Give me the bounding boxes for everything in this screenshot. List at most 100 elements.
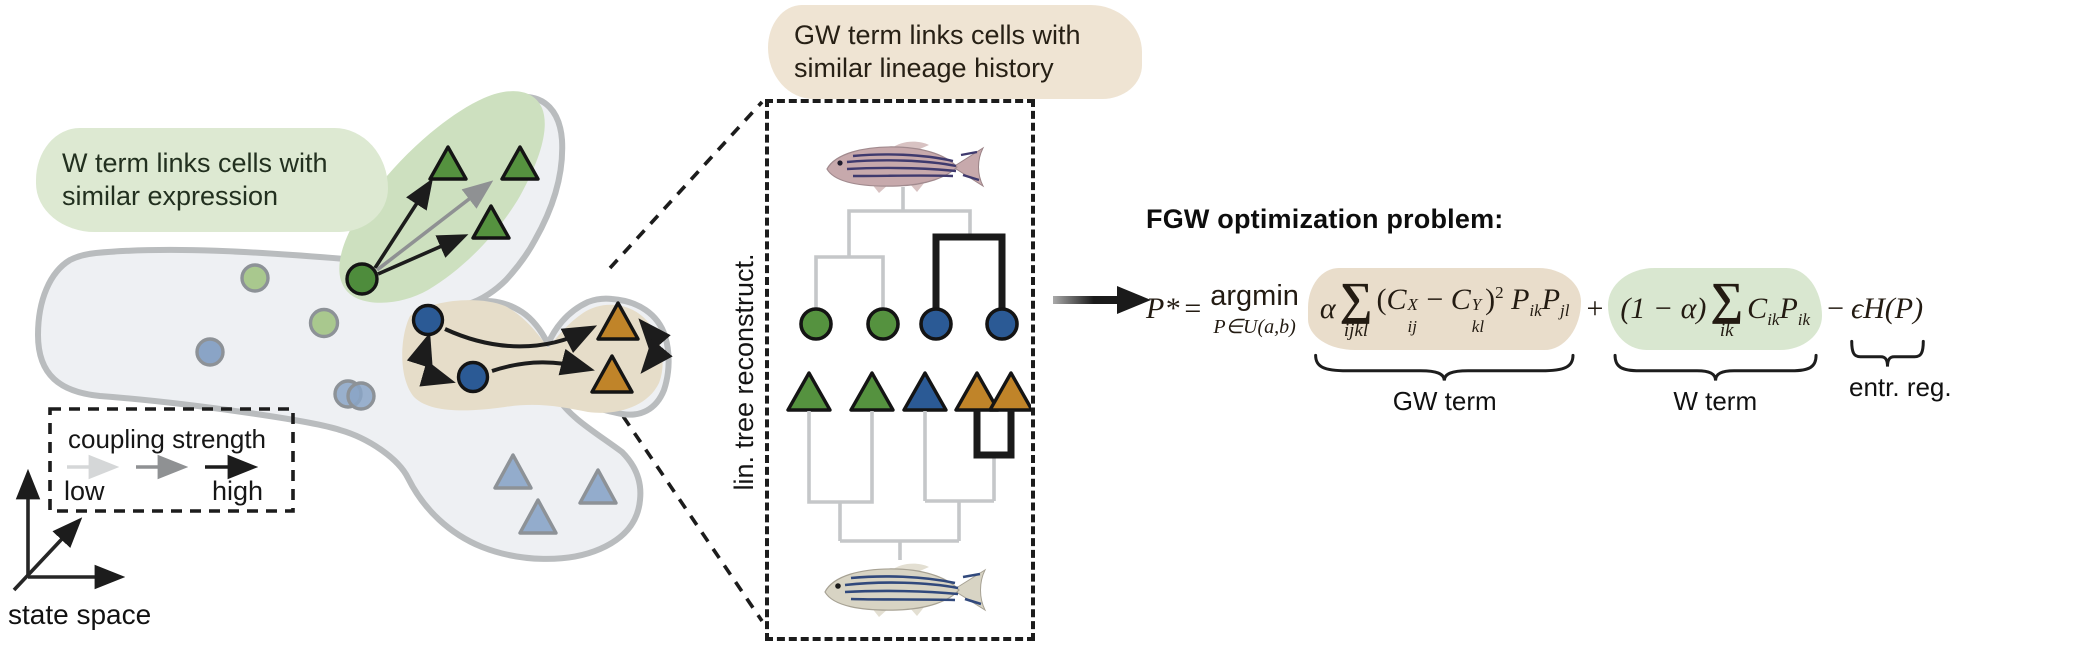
light-blue-triangle [518, 498, 558, 535]
lineage-link-arrows [406, 318, 673, 387]
bottom-tree-leaves [786, 371, 1031, 412]
w-term: (1 − α) ∑ ik CikPik W term [1608, 267, 1823, 416]
blue-leaf-cell [902, 371, 948, 412]
bottom-tree-highlighted-clade [973, 410, 1015, 459]
zebrafish-top [826, 141, 985, 193]
sup-y: Y [1471, 295, 1482, 315]
green-leaf-cell [849, 371, 895, 412]
gw-term-callout-line1: GW term links cells with [794, 19, 1081, 50]
zebrafish-bottom [824, 563, 987, 617]
sup-x: X [1407, 295, 1418, 315]
one-minus-alpha: (1 − α) [1620, 291, 1707, 325]
w-term-callout: W term links cells with similar expressi… [36, 128, 388, 232]
sigma-glyph: ∑ [1339, 272, 1373, 324]
entropy-term: ϵH(P) entr. reg. [1849, 282, 1952, 402]
sigma-glyph: ∑ [1710, 272, 1744, 324]
entr-underbrace [1851, 340, 1924, 368]
state-space-axes [12, 468, 126, 592]
blue-leaf-cell [919, 307, 953, 341]
sum-ijkl: ∑ ijkl [1339, 272, 1373, 342]
light-green-cell [308, 307, 340, 339]
sum-ik-limits: ik [1719, 320, 1734, 342]
cell-triangles [428, 145, 640, 535]
top-tree-leaves [799, 307, 1019, 341]
gw-underbrace [1313, 354, 1576, 382]
magnifier-callout-lines [608, 100, 764, 623]
gw-term-callout-line2: similar lineage history [794, 53, 1054, 83]
light-blue-triangle [493, 453, 533, 490]
entropy-expression: ϵH(P) [1851, 292, 1924, 325]
w-term-label: W term [1673, 386, 1758, 417]
equals-sign: = [1184, 292, 1202, 325]
implies-arrow [1053, 286, 1151, 314]
w-underbrace [1613, 354, 1818, 382]
sub-ij: ij [1407, 317, 1417, 337]
entr-reg-label: entr. reg. [1849, 372, 1952, 402]
w-term-callout-line2: similar expression [62, 181, 279, 211]
blue-leaf-cell [985, 307, 1019, 341]
cell-dots [195, 262, 490, 411]
lineage-trees [786, 141, 1031, 617]
steel-blue-cell [346, 381, 376, 411]
plan-ik-sub: ik [1529, 301, 1542, 321]
state-space-label: state space [8, 599, 151, 630]
w-term-region [339, 91, 545, 303]
green-leaf-cell [786, 371, 832, 412]
cost-ik-sub: ik [1767, 309, 1780, 329]
argmin-text: argmin [1210, 279, 1299, 312]
formula-title: FGW optimization problem: [1146, 204, 1504, 234]
legend-low: low [64, 476, 105, 506]
w-expression: CikPik [1747, 291, 1811, 329]
light-green-cell [240, 263, 270, 293]
legend-high: high [212, 476, 263, 506]
fgw-formula-panel: FGW optimization problem: P* = argmin P∈… [1146, 204, 2094, 416]
plan-ik2-sub: ik [1797, 309, 1811, 329]
plus-sign: + [1586, 292, 1604, 325]
bottom-lineage-tree [807, 411, 996, 560]
sum-ik: ∑ ik [1710, 272, 1744, 342]
green-triangle [471, 204, 511, 240]
cost-ik: C [1747, 291, 1768, 325]
gw-term-label: GW term [1392, 386, 1497, 417]
dark-blue-cell [456, 360, 490, 394]
squared: 2 [1495, 283, 1504, 303]
plan-ik2: P [1779, 291, 1798, 325]
coupling-strength-legend: coupling strength low high [48, 407, 295, 513]
plan-jl-sub: jl [1560, 301, 1570, 321]
alpha: α [1319, 291, 1336, 325]
green-leaf-cell [799, 307, 833, 341]
sum-ijkl-limits: ijkl [1343, 320, 1369, 342]
sub-kl: kl [1471, 317, 1485, 337]
green-leaf-cell [866, 307, 900, 341]
steel-blue-cell [195, 337, 225, 367]
light-blue-triangle [578, 468, 618, 505]
top-lineage-tree [814, 187, 972, 308]
plan-jl: P [1541, 283, 1561, 317]
cost-x: C [1386, 283, 1407, 317]
dark-blue-cell [411, 303, 445, 337]
gw-term-callout: GW term links cells with similar lineage… [768, 5, 1142, 99]
green-triangle [428, 145, 468, 181]
lineage-magnifier-box [765, 99, 1035, 641]
orange-triangle [590, 354, 634, 394]
open-paren: ( [1376, 283, 1387, 317]
minus-sign-2: − [1827, 292, 1844, 325]
dark-green-cell [345, 262, 379, 296]
cost-y: C [1450, 283, 1471, 317]
green-triangle [500, 145, 540, 181]
legend-title: coupling strength [68, 424, 266, 454]
p-star: P* [1146, 292, 1180, 325]
state-space-diagram: coupling strength low high state space [8, 91, 764, 630]
top-tree-highlighted-clade [932, 233, 1006, 309]
close-paren: ) [1485, 283, 1496, 317]
plan-ik: P [1511, 283, 1530, 317]
orange-triangle [596, 301, 640, 341]
argmin-constraint: P∈U(a,b) [1213, 315, 1296, 338]
argmin-operator: argmin P∈U(a,b) [1210, 279, 1299, 338]
orange-leaf-cell [988, 371, 1031, 412]
expression-link-arrows [373, 178, 494, 276]
